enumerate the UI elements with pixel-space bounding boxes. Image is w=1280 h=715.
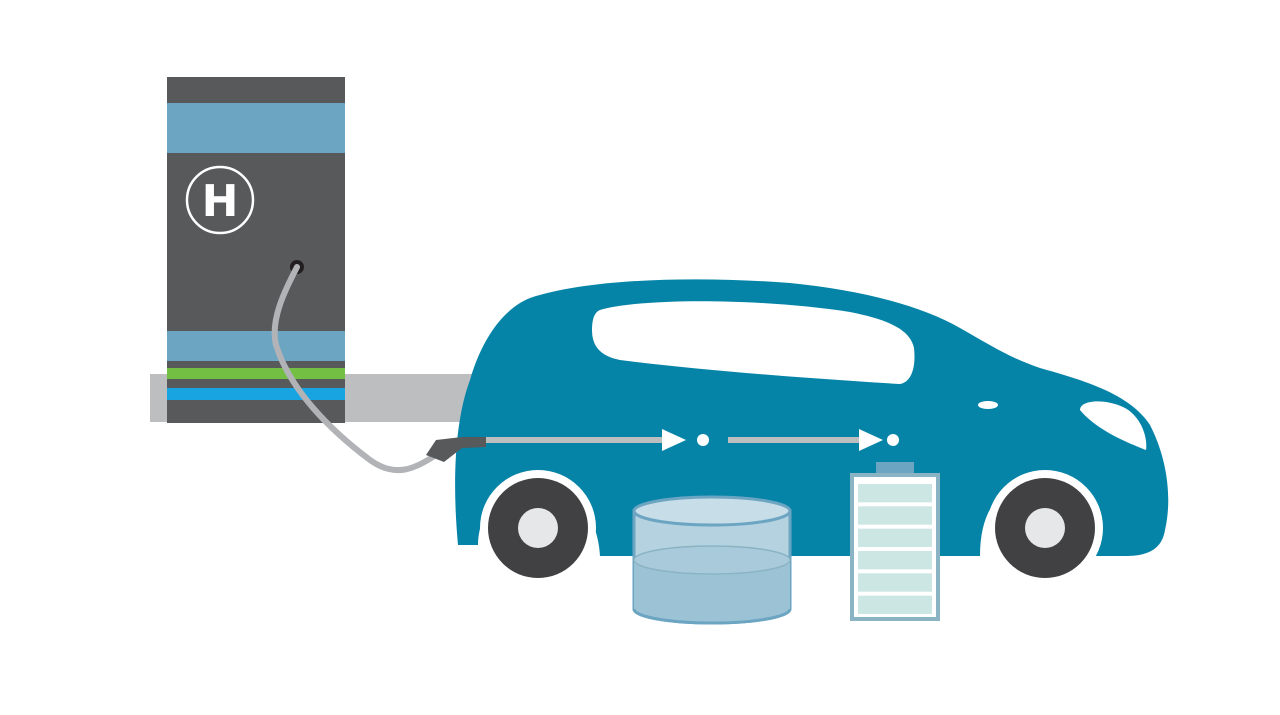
battery-cell <box>858 595 932 614</box>
car-window <box>592 301 915 384</box>
rear-wheel <box>480 470 596 586</box>
flow-dot <box>887 434 899 446</box>
hydrogen-tank-icon <box>632 495 792 625</box>
headlight <box>1080 401 1147 450</box>
battery-cell <box>858 528 932 547</box>
fuel-hose <box>271 264 443 474</box>
flow-arrows <box>486 429 899 451</box>
station-sign-letter: H <box>202 176 239 227</box>
station-top-band <box>167 103 345 153</box>
arrow-right-icon <box>662 429 686 451</box>
battery-cell <box>858 551 932 570</box>
battery-terminal <box>876 462 914 474</box>
battery-cell <box>858 484 932 503</box>
battery-cells <box>858 484 932 614</box>
battery-cell <box>858 573 932 592</box>
fuel-nozzle <box>426 437 486 462</box>
station-blue-stripe <box>167 388 345 400</box>
battery-cell <box>858 506 932 525</box>
station-bottom-band <box>167 331 345 361</box>
flow-dot <box>697 434 709 446</box>
battery-icon <box>850 462 940 621</box>
car <box>455 279 1169 586</box>
station-green-stripe <box>167 368 345 379</box>
arrow-right-icon <box>859 429 883 451</box>
hydrogen-station: H <box>167 77 345 423</box>
front-wheel <box>987 470 1103 586</box>
hydrogen-h-icon: H <box>185 165 255 235</box>
door-handle <box>978 401 998 409</box>
